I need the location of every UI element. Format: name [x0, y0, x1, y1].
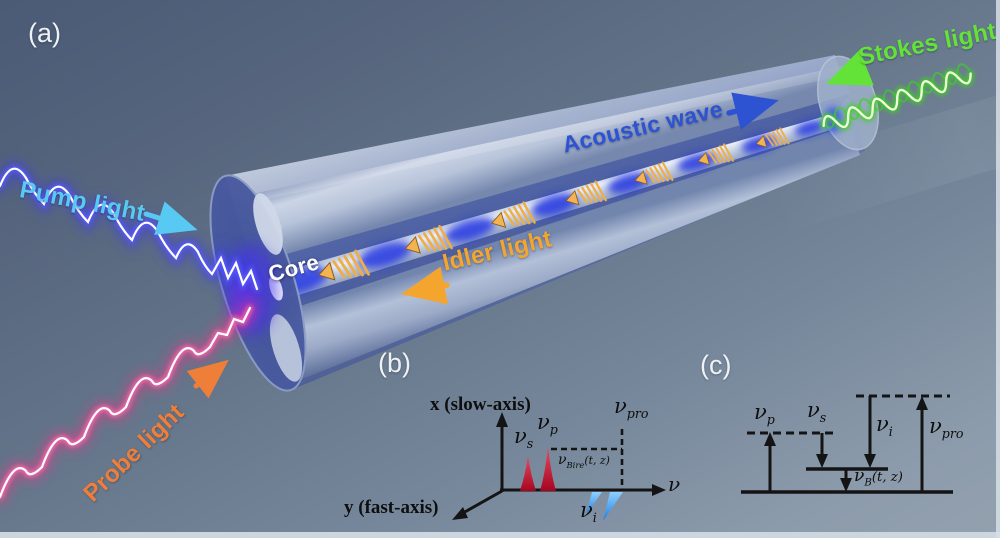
nu-symbol: ν	[929, 414, 942, 438]
nu-subscript: B	[864, 477, 872, 489]
energy-diagram	[741, 394, 953, 494]
page-edge-right	[996, 0, 1000, 538]
nu-symbol: ν	[558, 452, 567, 468]
page-edge-bottom	[0, 532, 1000, 538]
nu-pro-label-b: νpro	[614, 396, 648, 421]
nu-pro-label-c: νpro	[929, 416, 963, 441]
idler-peak-1	[586, 492, 602, 515]
nu-symbol: ν	[876, 412, 889, 436]
stokes-peak	[520, 456, 536, 491]
nu-subscript: p	[766, 412, 775, 428]
nu-subscript: p	[549, 422, 558, 438]
nu-subscript: Bire	[566, 459, 585, 470]
nu-symbol: ν	[807, 398, 820, 422]
nu-symbol: ν	[754, 400, 767, 424]
pump-peak	[540, 447, 556, 491]
nu-subscript: i	[888, 424, 893, 440]
stress-rod-top	[252, 66, 850, 258]
pump-arrow	[143, 201, 198, 235]
nu-symbol: ν	[537, 410, 550, 434]
idler-peak-2	[603, 492, 623, 521]
nu-subscript: i	[592, 510, 597, 526]
stokes-arrow	[825, 49, 874, 86]
fiber	[209, 55, 879, 392]
stokes-wave	[820, 63, 975, 131]
acoustic-arrow-clusters	[317, 127, 790, 281]
panel-c-label: (c)	[700, 350, 732, 380]
panel-a-label: (a)	[28, 18, 61, 48]
slow-axis-label: x (slow-axis)	[430, 394, 531, 415]
nu-subscript: pro	[626, 406, 649, 422]
nu-arguments: (t, z)	[584, 454, 610, 467]
nu-subscript: s	[526, 436, 534, 452]
annotation-arrows	[143, 49, 874, 399]
idler-arrow	[401, 266, 450, 305]
pump-wave	[0, 161, 264, 301]
spectrum-diagram	[452, 412, 666, 521]
freq-axis-label: ν	[668, 472, 681, 496]
acoustic-arrow	[726, 92, 779, 130]
stress-rod-bottom	[270, 125, 860, 384]
nu-b-label: νB(t, z)	[854, 468, 903, 489]
nu-s-label-c: νs	[807, 400, 826, 425]
nu-i-label-b: νi	[580, 500, 597, 525]
nu-s-label-b: νs	[514, 426, 533, 451]
panel-b-label: (b)	[378, 348, 411, 378]
nu-p-label-c: νp	[754, 402, 775, 427]
nu-subscript: pro	[941, 426, 964, 442]
nu-bire-label: νBire(t, z)	[558, 453, 610, 469]
nu-subscript: s	[819, 410, 827, 426]
probe-wave	[0, 301, 257, 504]
nu-symbol: ν	[580, 498, 593, 522]
nu-arguments: (t, z)	[871, 470, 903, 485]
nu-i-label-c: νi	[876, 414, 893, 439]
nu-p-label-b: νp	[537, 412, 558, 437]
nu-symbol: ν	[614, 394, 627, 418]
fast-axis-label: y (fast-axis)	[344, 497, 439, 518]
nu-symbol: ν	[854, 466, 865, 486]
probe-arrow	[186, 359, 229, 399]
nu-symbol: ν	[514, 424, 527, 448]
